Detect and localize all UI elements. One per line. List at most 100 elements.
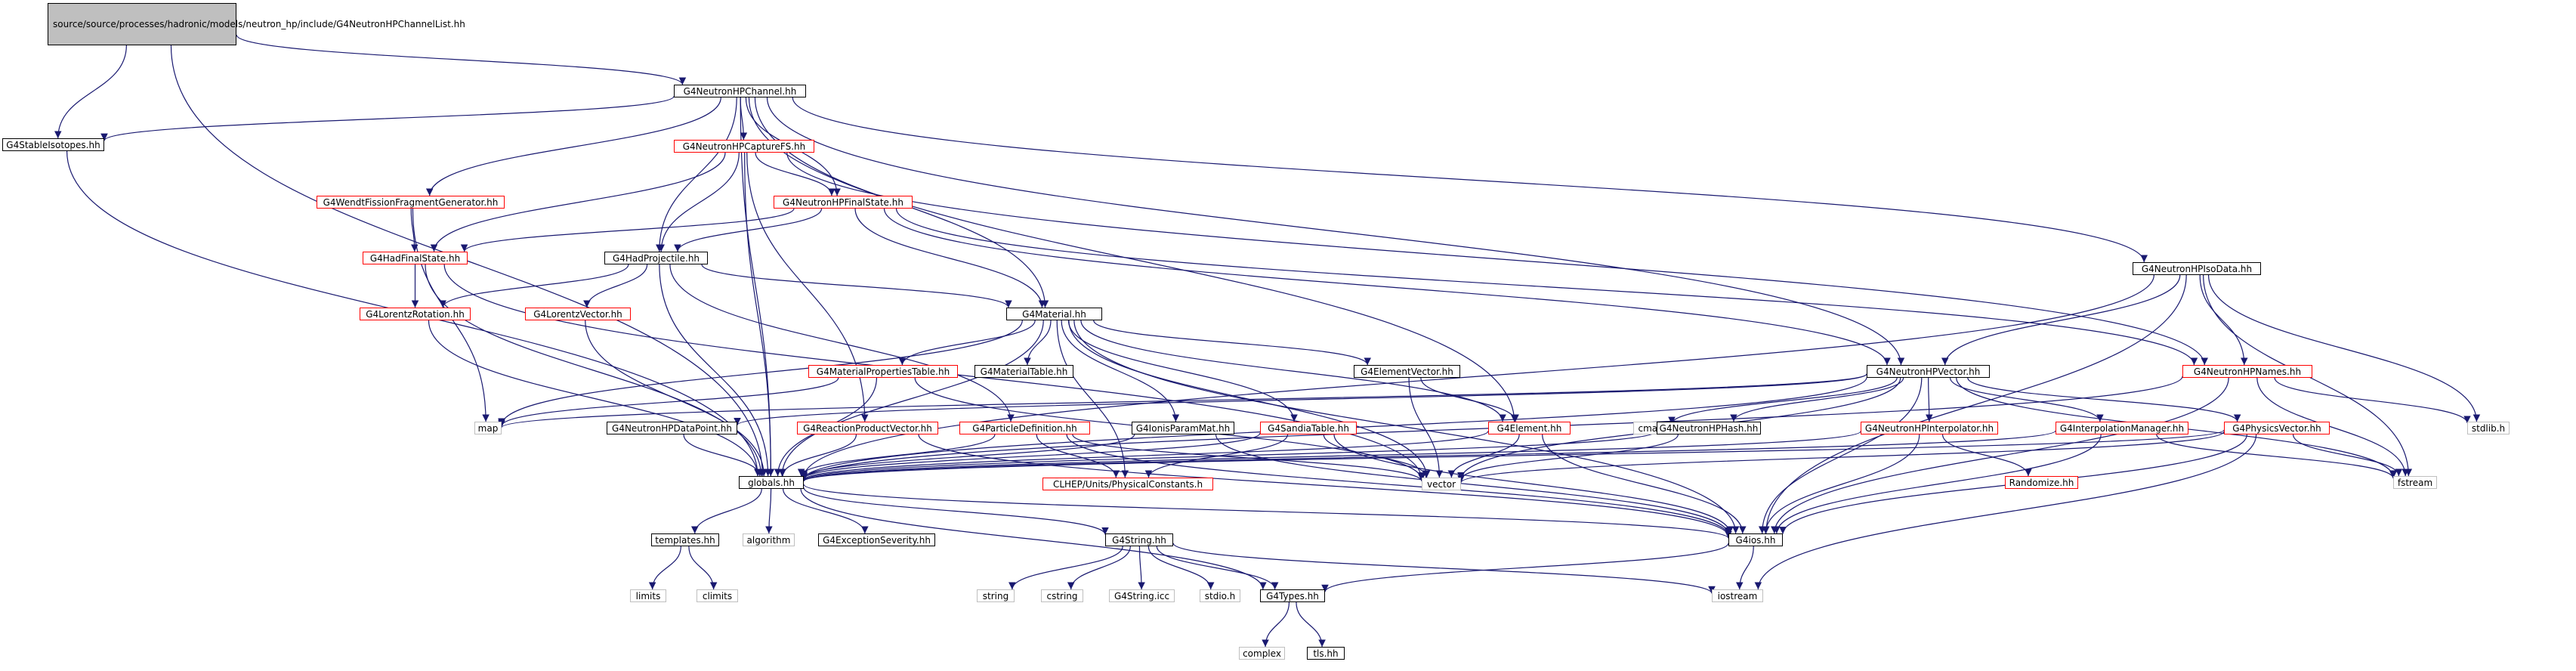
- node-g4string[interactable]: G4String.hh: [1105, 533, 1173, 546]
- edge-elemvec-to-element: [1420, 377, 1519, 422]
- edge-g4string-to-string: [1008, 546, 1123, 590]
- node-label: G4HadProjectile.hh: [612, 252, 700, 264]
- edge-partdef-to-globals: [797, 434, 996, 477]
- node-label: vector: [1426, 478, 1456, 490]
- node-globals[interactable]: globals.hh: [739, 476, 804, 489]
- node-reactvec[interactable]: G4ReactionProductVector.hh: [797, 422, 938, 434]
- edge-isodata-to-globals: [800, 274, 2154, 478]
- node-channel[interactable]: G4NeutronHPChannel.hh: [674, 85, 806, 97]
- node-datapoint[interactable]: G4NeutronHPDataPoint.hh: [607, 422, 737, 434]
- node-physvec[interactable]: G4PhysicsVector.hh: [2224, 422, 2330, 434]
- edge-hadproj-to-lorrot: [439, 264, 629, 308]
- node-g4types[interactable]: G4Types.hh: [1260, 589, 1325, 602]
- node-sandia[interactable]: G4SandiaTable.hh: [1260, 422, 1357, 434]
- edge-sandia-to-vector: [1323, 434, 1430, 478]
- node-root[interactable]: source/source/processes/hadronic/models/…: [48, 3, 465, 45]
- edge-lorvec-to-globals: [585, 320, 768, 477]
- edge-reactvec-to-g4ios: [918, 434, 1732, 537]
- edge-hpvector-to-g4ios: [1758, 377, 1923, 534]
- edge-ionis-to-globals: [800, 434, 1135, 479]
- edge-elemvec-to-vector: [1408, 377, 1444, 478]
- edge-hadfinal-to-globals: [425, 264, 765, 477]
- node-fstream: fstream: [2393, 476, 2437, 489]
- node-label: iostream: [1717, 590, 1758, 601]
- node-label: G4IonisParamMat.hh: [1135, 422, 1231, 434]
- node-iostream: iostream: [1712, 589, 1763, 602]
- node-label: G4ElementVector.hh: [1361, 366, 1453, 377]
- node-label: G4NeutronHPVector.hh: [1876, 366, 1981, 377]
- node-label: G4String.icc: [1113, 590, 1170, 601]
- edge-hphash-to-vector: [1457, 434, 1679, 481]
- node-clhep[interactable]: CLHEP/Units/PhysicalConstants.h: [1042, 478, 1213, 490]
- node-string: string: [977, 589, 1015, 602]
- edge-g4string-to-g4types: [1156, 546, 1279, 590]
- node-finalstate[interactable]: G4NeutronHPFinalState.hh: [774, 196, 913, 209]
- node-stdlib: stdlib.h: [2467, 422, 2510, 434]
- node-isodata[interactable]: G4NeutronHPIsoData.hh: [2133, 262, 2261, 275]
- edge-g4string-to-iostream: [1172, 543, 1716, 594]
- node-label: fstream: [2397, 477, 2433, 488]
- edge-capture-to-hpnames: [786, 152, 2208, 366]
- edge-hadproj-to-globals: [659, 264, 772, 477]
- edge-hpnames-to-stdlib: [2274, 377, 2471, 424]
- edge-g4types-to-complex: [1262, 601, 1290, 648]
- node-label: cstring: [1046, 590, 1078, 601]
- node-label: G4Material.hh: [1022, 308, 1086, 320]
- node-cstring: cstring: [1041, 589, 1083, 602]
- edge-finalstate-to-hadfinal: [460, 208, 795, 252]
- node-lorvec[interactable]: G4LorentzVector.hh: [525, 308, 631, 320]
- edge-matprop-to-map: [498, 377, 839, 427]
- node-vector: vector: [1422, 478, 1461, 490]
- node-lorrot[interactable]: G4LorentzRotation.hh: [360, 308, 471, 320]
- node-matprop[interactable]: G4MaterialPropertiesTable.hh: [808, 365, 958, 378]
- node-exception[interactable]: G4ExceptionSeverity.hh: [818, 533, 935, 546]
- edge-channel-to-stable: [100, 95, 675, 141]
- edge-physvec-to-fstream: [2293, 434, 2403, 477]
- node-material[interactable]: G4Material.hh: [1006, 308, 1102, 320]
- node-randomize[interactable]: Randomize.hh: [2005, 476, 2078, 489]
- edge-interpmgr-to-fstream: [2156, 434, 2397, 479]
- node-mattable[interactable]: G4MaterialTable.hh: [974, 365, 1073, 378]
- edge-interp-to-g4ios: [1762, 434, 1920, 534]
- node-partdef[interactable]: G4ParticleDefinition.hh: [959, 422, 1090, 434]
- node-label: G4WendtFissionFragmentGenerator.hh: [323, 196, 499, 208]
- node-element[interactable]: G4Element.hh: [1488, 422, 1571, 434]
- node-limits: limits: [630, 589, 666, 602]
- node-label: G4PhysicsVector.hh: [2232, 422, 2321, 434]
- node-stdio: stdio.h: [1200, 589, 1240, 602]
- edge-hpvector-to-cmath: [1668, 377, 1898, 425]
- node-templates[interactable]: templates.hh: [651, 533, 719, 546]
- node-stable[interactable]: G4StableIsotopes.hh: [2, 138, 104, 151]
- edge-templates-to-climits: [688, 546, 718, 590]
- edge-channel-to-element: [754, 97, 1518, 422]
- edge-element-to-g4ios: [1542, 434, 1747, 534]
- edge-physvec-to-iostream: [1754, 434, 2257, 590]
- node-hpnames[interactable]: G4NeutronHPNames.hh: [2182, 365, 2312, 378]
- node-label: CLHEP/Units/PhysicalConstants.h: [1052, 478, 1203, 490]
- node-label: G4MaterialTable.hh: [980, 366, 1068, 377]
- node-ionis[interactable]: G4IonisParamMat.hh: [1132, 422, 1234, 434]
- node-label: G4SandiaTable.hh: [1268, 422, 1349, 434]
- edge-g4string-to-cstring: [1067, 546, 1131, 590]
- node-wendt[interactable]: G4WendtFissionFragmentGenerator.hh: [317, 196, 505, 209]
- node-elemvec[interactable]: G4ElementVector.hh: [1354, 365, 1460, 378]
- node-hadfinal[interactable]: G4HadFinalState.hh: [363, 252, 468, 264]
- edge-g4string-to-stringicc: [1138, 546, 1145, 590]
- node-tls[interactable]: tls.hh: [1307, 647, 1345, 660]
- edge-physvec-to-globals: [800, 429, 2225, 482]
- node-hpvector[interactable]: G4NeutronHPVector.hh: [1867, 365, 1990, 378]
- node-g4ios[interactable]: G4ios.hh: [1728, 533, 1783, 546]
- edge-isodata-to-hpnames: [2199, 274, 2248, 366]
- edge-hadproj-to-lorvec: [583, 264, 648, 308]
- node-hadproj[interactable]: G4HadProjectile.hh: [604, 252, 708, 264]
- node-interp[interactable]: G4NeutronHPInterpolator.hh: [1861, 422, 1998, 434]
- edge-physvec-to-vector: [1457, 431, 2225, 484]
- edge-globals-to-g4types: [800, 488, 1267, 590]
- node-interpmgr[interactable]: G4InterpolationManager.hh: [2056, 422, 2188, 434]
- edge-hadproj-to-material: [701, 264, 1012, 308]
- node-hphash[interactable]: G4NeutronHPHash.hh: [1657, 422, 1761, 434]
- node-capture[interactable]: G4NeutronHPCaptureFS.hh: [674, 140, 814, 153]
- edge-material-to-ionis: [1061, 320, 1180, 422]
- edge-interpmgr-to-globals: [800, 430, 2056, 482]
